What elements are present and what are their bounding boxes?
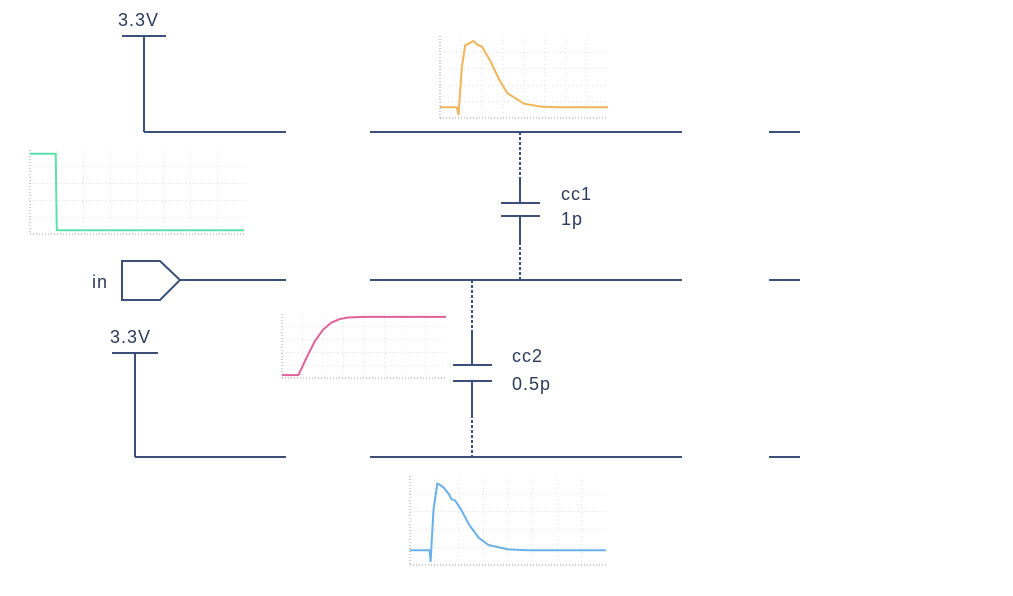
supply-label: 3.3V bbox=[110, 327, 151, 347]
input-port[interactable]: in bbox=[92, 260, 256, 301]
waveform-background bbox=[428, 30, 612, 128]
waveform-trace bbox=[282, 315, 446, 377]
waveform-trace bbox=[440, 40, 608, 116]
waveform-background bbox=[18, 144, 248, 244]
waveform-victim2-driver bbox=[398, 470, 610, 575]
supply-3v3-bottom: 3.3V bbox=[110, 327, 256, 458]
waveform-aggressor-input bbox=[18, 144, 248, 244]
capacitor-value: 0.5p bbox=[512, 374, 551, 394]
waveform-aggressor-driver-output bbox=[270, 308, 450, 388]
port-shape bbox=[121, 260, 182, 301]
capacitor-name: cc1 bbox=[561, 184, 592, 204]
waveform-background bbox=[270, 308, 450, 388]
capacitor-cc2[interactable]: cc2 0.5p bbox=[453, 280, 551, 457]
capacitor-name: cc2 bbox=[512, 346, 543, 366]
port-label: in bbox=[92, 272, 108, 292]
waveform-trace bbox=[30, 152, 244, 232]
supply-3v3-top: 3.3V bbox=[118, 10, 256, 133]
waveform-victim1-driver bbox=[428, 30, 612, 128]
capacitor-value: 1p bbox=[561, 209, 583, 229]
waveform-trace bbox=[410, 482, 606, 563]
capacitor-cc1[interactable]: cc1 1p bbox=[501, 132, 592, 280]
supply-label: 3.3V bbox=[118, 10, 159, 30]
